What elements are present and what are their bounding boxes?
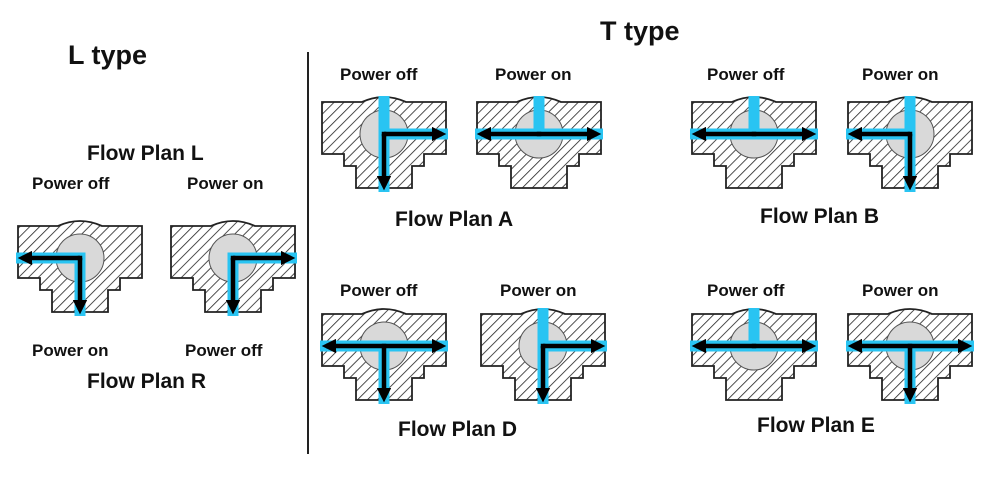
plan-d-power-off-label: Power off [340, 281, 418, 300]
valve-e-power-off-diagram [690, 308, 818, 401]
flow-plan-l-title: Flow Plan L [87, 142, 204, 165]
valve-d-power-off-diagram [320, 308, 448, 404]
flow-arrow-joint [381, 343, 387, 349]
plan-e-power-off-label: Power off [707, 281, 785, 300]
flow-arrow-joint [751, 131, 757, 137]
valve-l-power-off-diagram [16, 220, 143, 316]
flow-channel-top [748, 308, 760, 352]
plan-b-power-off-label: Power off [707, 65, 785, 84]
flow-plan-e-title: Flow Plan E [757, 414, 875, 437]
plan-r-power-off-label: Power off [185, 341, 263, 360]
flow-arrow-joint [907, 343, 913, 349]
plan-a-power-on-label: Power on [495, 65, 572, 84]
valve-d-power-on-diagram [480, 308, 607, 404]
plan-b-power-on-label: Power on [862, 65, 939, 84]
plan-l-power-on-label: Power on [187, 174, 264, 193]
flow-arrow-joint [536, 131, 542, 137]
valve-a-power-off-diagram [321, 96, 448, 192]
plan-r-power-on-label: Power on [32, 341, 109, 360]
flow-plan-b-title: Flow Plan B [760, 205, 880, 228]
l-type-title: L type [68, 40, 148, 70]
flow-arrow-joint [230, 255, 236, 261]
plan-d-power-on-label: Power on [500, 281, 577, 300]
flow-arrow-joint [77, 255, 83, 261]
valve-e-power-on-diagram [846, 308, 974, 404]
flow-arrow-joint [751, 343, 757, 349]
flow-plan-r-title: Flow Plan R [87, 370, 207, 393]
section-divider [307, 52, 309, 454]
valve-l-power-on-diagram [170, 220, 297, 316]
plan-a-power-off-label: Power off [340, 65, 418, 84]
valve-a-power-on-diagram [475, 96, 603, 189]
flow-arrow-joint [381, 131, 387, 137]
flow-channel-top [378, 96, 390, 140]
flow-channel-top [904, 96, 916, 140]
flow-arrow-joint [907, 131, 913, 137]
t-type-title: T type [600, 16, 680, 46]
plan-l-power-off-label: Power off [32, 174, 110, 193]
flow-channel-top [533, 96, 545, 140]
flow-channel-top [748, 96, 760, 140]
flow-arrow-joint [540, 343, 546, 349]
flow-plan-a-title: Flow Plan A [395, 208, 514, 231]
plan-e-power-on-label: Power on [862, 281, 939, 300]
flow-channel-top [537, 308, 549, 352]
flow-plan-d-title: Flow Plan D [398, 418, 518, 441]
valve-b-power-off-diagram [690, 96, 818, 189]
valve-b-power-on-diagram [846, 96, 973, 192]
